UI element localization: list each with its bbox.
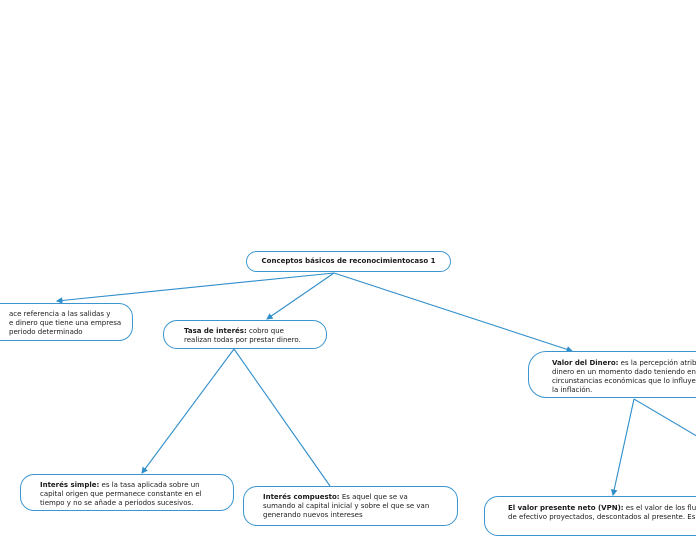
topic-compuesto-line-2: sumando al capital inicial y sobre el qu… — [263, 502, 430, 510]
topic-tasa-line-2: realizan todas por prestar dinero. — [184, 336, 301, 344]
topic-vpn-line-1: es el valor de los flu — [623, 504, 696, 512]
connector-tasa-compuesto — [233, 348, 331, 487]
connector-lines — [55, 272, 696, 497]
topic-simple-line-3: tiempo y no se añade a periodos sucesivo… — [40, 499, 194, 507]
connector-valor-vpn — [610, 398, 635, 497]
connector-tasa-simple — [141, 348, 235, 474]
topic-interes-compuesto[interactable]: Interés compuesto: Es aquel que se va su… — [243, 486, 458, 526]
topic-valor-line-3: circunstancias económicas que lo influye… — [552, 377, 696, 385]
topic-valor-presente-neto[interactable]: El valor presente neto (VPN): es el valo… — [484, 496, 696, 536]
topic-compuesto-line-3: generando nuevos intereses — [263, 511, 363, 519]
topic-costos-line-2: e dinero que tiene una empresa — [9, 319, 122, 327]
topic-vpn-term: El valor presente neto (VPN): — [508, 504, 624, 512]
root-topic-title: Conceptos básicos de reconocimientocaso … — [261, 257, 436, 265]
root-topic[interactable]: Conceptos básicos de reconocimientocaso … — [246, 251, 451, 272]
topic-simple-term: Interés simple: — [40, 481, 100, 489]
topic-compuesto-term: Interés compuesto: — [263, 493, 340, 501]
topic-costos-line-1: ace referencia a las salidas y — [9, 310, 111, 318]
topic-tasa-de-interes[interactable]: Tasa de interés: cobro que realizan toda… — [163, 320, 327, 349]
topic-simple-line-2: capital origen que permanece constante e… — [40, 490, 202, 498]
mind-map-canvas: Conceptos básicos de reconocimientocaso … — [0, 251, 696, 536]
topic-valor-line-1: es la percepción atrib — [618, 359, 696, 367]
connector-root-valor — [333, 272, 574, 353]
topic-valor-del-dinero[interactable]: Valor del Dinero: es la percepción atrib… — [528, 351, 696, 398]
connector-valor-offscreen — [633, 398, 696, 437]
topic-costos-line-3: periodo determinado — [9, 328, 83, 336]
connector-root-costos — [55, 272, 335, 304]
topic-valor-line-2: dinero en un momento dado teniendo en — [552, 368, 696, 376]
topic-tasa-line-1: cobro que — [246, 327, 284, 335]
topic-valor-term: Valor del Dinero: — [552, 359, 619, 367]
topic-costos[interactable]: ace referencia a las salidas y e dinero … — [0, 303, 133, 341]
topic-valor-line-4: la inflación. — [552, 386, 593, 394]
connector-root-tasa — [266, 272, 335, 320]
topic-tasa-term: Tasa de interés: — [184, 327, 247, 335]
topic-vpn-line-2: de efectivo proyectados, descontados al … — [508, 513, 696, 521]
topic-simple-line-1: es la tasa aplicada sobre un — [99, 481, 200, 489]
topic-compuesto-line-1: Es aquel que se va — [339, 493, 408, 501]
topic-interes-simple[interactable]: Interés simple: es la tasa aplicada sobr… — [20, 474, 234, 511]
